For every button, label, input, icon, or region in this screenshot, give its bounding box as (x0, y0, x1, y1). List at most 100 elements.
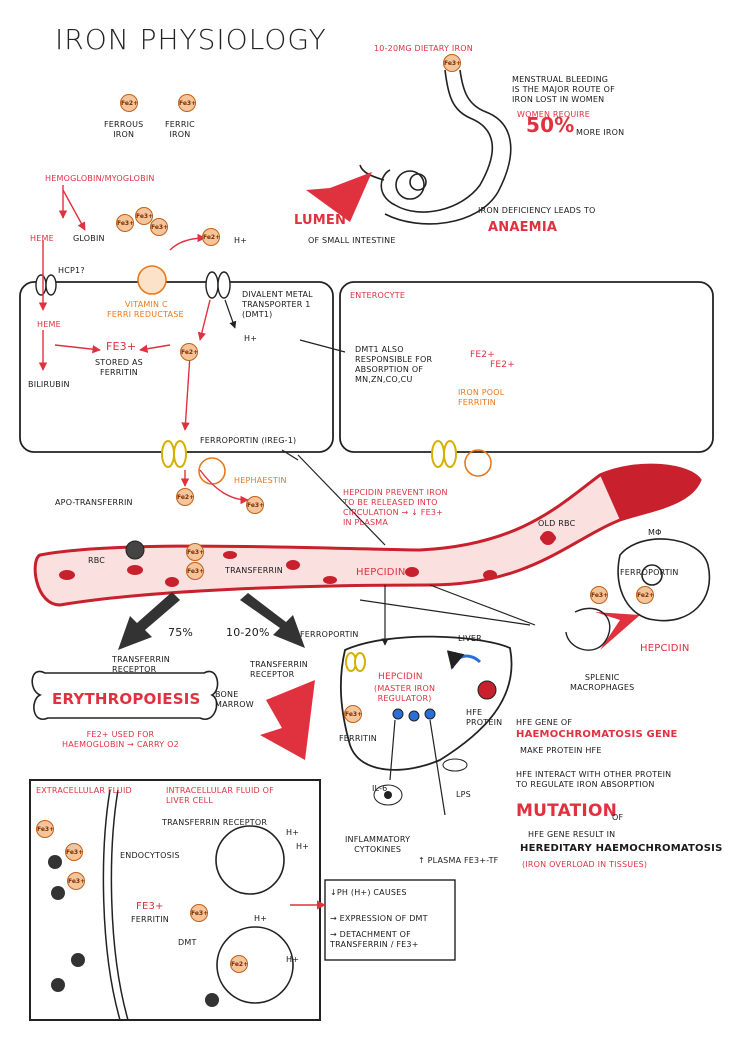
bone-marrow-label: BONE MARROW (215, 690, 254, 709)
arrow-to-inset (260, 680, 315, 760)
blood-vessel (33, 463, 702, 607)
tf-iron-2: Fe3+ (186, 562, 204, 580)
dietary-iron-icon: Fe3+ (443, 54, 461, 72)
lps-bacterium (442, 758, 468, 772)
dmt1-label: DIVALENT METAL TRANSPORTER 1 (DMT1) (242, 290, 313, 319)
hcp1-label: HCP1? (58, 266, 85, 275)
inset-h-plus-3: H+ (254, 914, 268, 923)
macrophage-cell (617, 538, 711, 622)
pct75-label: 75% (168, 626, 194, 639)
cell-membrane-inner (110, 789, 129, 1021)
pool-fe2: Fe2+ (490, 360, 515, 370)
dmt-label: DMT (178, 938, 197, 947)
rbc-label: RBC (88, 556, 106, 565)
liver-shape (339, 635, 513, 771)
liver-iron-icon: Fe3+ (344, 705, 362, 723)
globin-label: GLOBIN (73, 234, 105, 243)
right-hephaestin-circle (464, 449, 492, 477)
mutation-of-label: OF (612, 813, 624, 822)
vessel-end (600, 465, 700, 520)
detachment-label: → DETACHMENT OF TRANSFERRIN / Fe3+ (330, 930, 419, 949)
ferri-reductase-label: FERRI REDUCTASE (107, 310, 184, 319)
inset-iron-2: Fe3+ (65, 843, 83, 861)
endosome-1 (215, 825, 285, 895)
h-plus-bottom: H+ (244, 334, 258, 343)
iron-ion-3: Fe3+ (150, 218, 168, 236)
ferroportin-label: FERROPORTIN (Ireg-1) (200, 436, 297, 445)
cell-membrane (102, 789, 121, 1021)
small-intestine-label: OF SMALL INTESTINE (308, 236, 396, 245)
iron-ion-1: Fe3+ (116, 214, 134, 232)
dmt1-channel (205, 271, 231, 299)
make-protein-label: MAKE PROTEIN HFE (520, 746, 602, 755)
inset-iron-4: Fe3+ (190, 904, 208, 922)
plasma-fe-label: ↑ PLASMA Fe3+-TF (418, 856, 499, 865)
blue-receptors (392, 708, 436, 722)
hfe-interact-label: HFE INTERACT WITH OTHER PROTEIN TO REGUL… (516, 770, 672, 789)
lumen-arrow (306, 172, 372, 222)
ferric-iron-icon: Fe3+ (178, 94, 196, 112)
endosome-2 (216, 926, 294, 1004)
hfe-protein-blob (477, 680, 497, 700)
iron-pool-label: IRON POOL FERRITIN (458, 388, 505, 407)
inset-tf-receptor-label: TRANSFERRIN RECEPTOR (162, 818, 268, 827)
hfe-result-label: HFE GENE RESULT IN (528, 830, 616, 839)
endocytosis-label: ENDOCYTOSIS (120, 851, 180, 860)
h-plus-top: H+ (234, 236, 248, 245)
pct10-label: 10-20% (226, 626, 270, 639)
hephaestin-label: HEPHAESTIN (234, 476, 287, 485)
hfe-gene-of-label: HFE GENE OF (516, 718, 573, 727)
liver-blue-arrow (446, 650, 482, 670)
bone-shape (31, 670, 219, 721)
ferrous-iron-label: FERROUS IRON (104, 120, 144, 139)
enterocyte-arrows (38, 185, 249, 505)
menstrual-label: MENSTRUAL BLEEDING IS THE MAJOR ROUTE OF… (512, 75, 615, 104)
inset-h-plus-2: H+ (296, 842, 310, 851)
deficiency-label: IRON DEFICIENCY LEADS TO (478, 206, 596, 215)
enterocyte-right-box (339, 281, 714, 453)
erythropoiesis-label: ERYTHROPOIESIS (52, 690, 201, 708)
iron-ion-2: Fe3+ (135, 207, 153, 225)
page-title: IRON PHYSIOLOGY (55, 23, 327, 56)
hemoglobin-label: HEMOGLOBIN/MYOGLOBIN (45, 174, 155, 183)
apo-transferrin-label: APO-TRANSFERRIN (55, 498, 133, 507)
marrow-tf-receptor-label: TRANSFERRIN RECEPTOR (112, 655, 170, 674)
ferroportin-channel (161, 440, 457, 468)
haemochromatosis-gene-label: HAEMOCHROMATOSIS GENE (516, 729, 678, 740)
dmt1-also-label: DMT1 ALSO RESPONSIBLE FOR ABSORPTION OF … (355, 345, 433, 384)
old-rbc (541, 531, 555, 545)
hfe-protein-label: HFE PROTEIN (466, 708, 503, 727)
bilirubin-label: BILIRUBIN (28, 380, 70, 389)
macrophage-label: MΦ (648, 528, 662, 537)
liver-label: LIVER (458, 634, 482, 643)
inset-iron-5: Fe2+ (230, 955, 248, 973)
liver-tf-receptor-label: TRANSFERRIN RECEPTOR (250, 660, 308, 679)
inset-iron-dots (48, 855, 219, 1007)
lps-label: LPS (456, 790, 471, 799)
spleen (565, 607, 611, 651)
inset-iron-1: Fe3+ (36, 820, 54, 838)
mph-iron-2: Fe2+ (636, 586, 654, 604)
lumen-label: LUMEN (294, 213, 347, 228)
dietary-iron-label: 10-20mg DIETARY IRON (374, 44, 473, 53)
il6-label: IL-6 (372, 784, 388, 793)
stomach-drawing (359, 69, 512, 225)
mph-iron-1: Fe3+ (590, 586, 608, 604)
ph-causes-label: ↓pH (H+) CAUSES (330, 888, 407, 897)
iron-ion-7: Fe3+ (246, 496, 264, 514)
enterocyte-black-lines (224, 299, 386, 546)
transferrin-label: TRANSFERRIN (225, 566, 283, 575)
hephaestin-circle (198, 457, 226, 485)
liver-lines (359, 584, 536, 816)
inset-iron-3: Fe3+ (67, 872, 85, 890)
inset-fe3: Fe3+ (136, 901, 164, 912)
liver-ferritin-label: FERRITIN (339, 734, 377, 743)
apo-transferrin-circle (125, 540, 145, 560)
heme-top-label: HEME (30, 234, 54, 243)
inflammatory-cell (373, 784, 403, 806)
arrow-to-macrophage (595, 612, 640, 650)
hcp1-channel (35, 274, 57, 296)
fe-used-label: Fe2+ USED FOR HAEMOGLOBIN → CARRY O2 (62, 730, 179, 749)
liver-ferroportin-label: FERROPORTIN (300, 630, 359, 639)
intracellular-label: INTRACELLULAR FLUID OF LIVER CELL (166, 786, 274, 805)
